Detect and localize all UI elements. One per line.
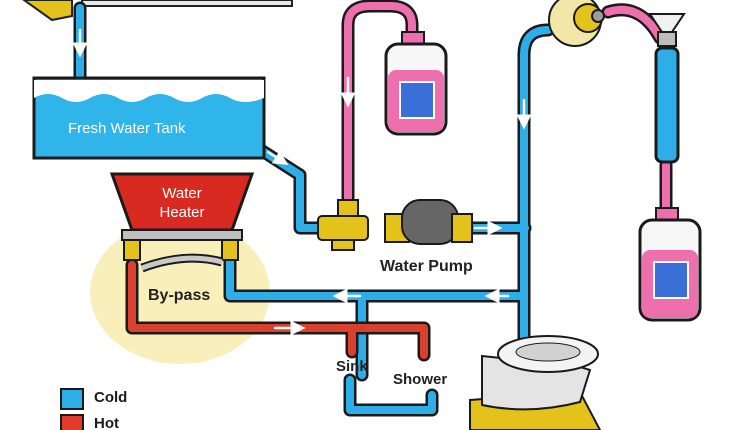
cold-pipes [72,1,555,427]
bypass-label: By-pass [148,287,211,304]
antifreeze-bottle-icon [638,207,702,322]
inlet-fitting [22,0,73,22]
fresh-water-tank-label: Fresh Water Tank [68,120,186,137]
funnel-icon [648,13,686,164]
antifreeze-bottle-icon [384,31,448,136]
hot-pipes [125,258,431,362]
shower-label: Shower [393,371,448,388]
water-heater-label: Water Heater [142,184,222,222]
sink-label: Sink [336,358,368,375]
legend-swatch-hot [60,414,84,430]
heater-label-line1: Water [162,185,202,202]
water-pump-label: Water Pump [380,258,473,275]
antifreeze-pipes [340,0,673,222]
fresh-water-tank [32,76,266,160]
legend-label-cold: Cold [94,389,128,406]
legend-swatch-cold [60,388,84,410]
toilet-icon [469,335,602,430]
inlet-cap [81,0,293,7]
city-inlet-icon [548,0,605,47]
water-heater [109,172,255,273]
valve-icon [317,199,369,251]
heater-label-line2: Heater [159,204,205,221]
legend-label-hot: Hot [94,415,119,430]
pump-icon [384,199,473,245]
